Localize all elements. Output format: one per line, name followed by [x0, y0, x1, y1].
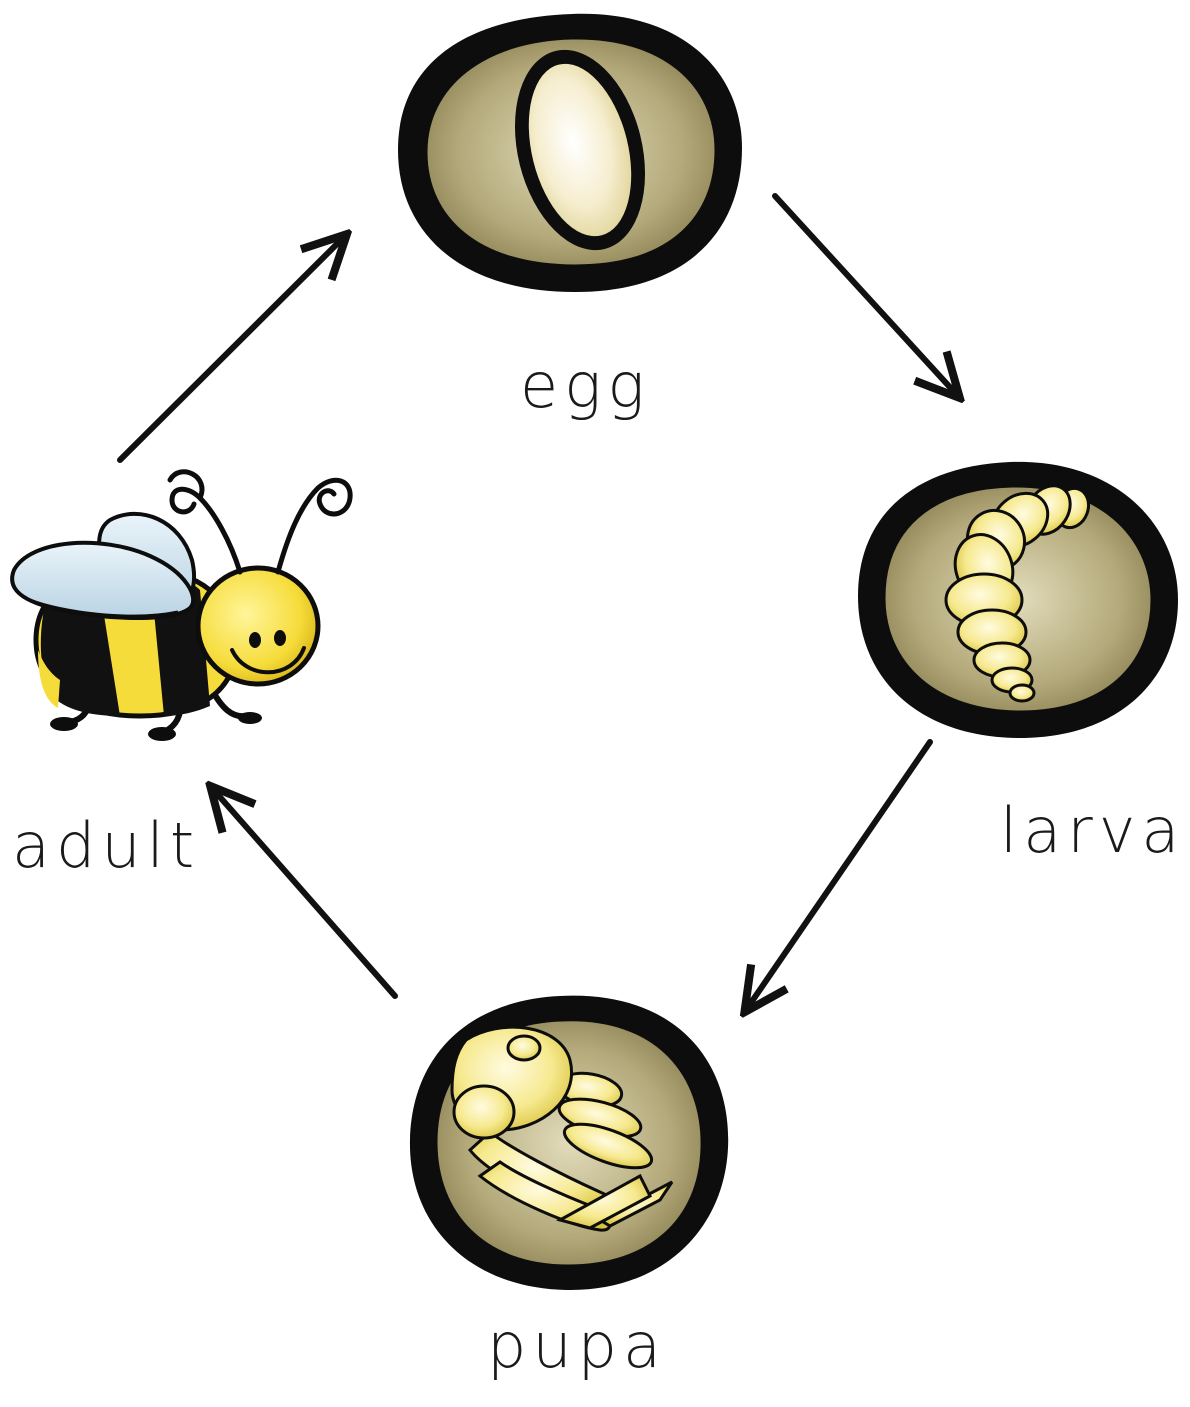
- arrow-larva-to-pupa: [746, 742, 930, 1010]
- bee-icon: [12, 472, 350, 741]
- arrow-egg-to-larva: [775, 196, 958, 396]
- label-egg: egg: [520, 355, 651, 417]
- egg-cell-icon: [398, 14, 742, 292]
- pupa-cell-icon: [410, 996, 728, 1290]
- label-larva: larva: [1000, 800, 1185, 862]
- label-adult: adult: [12, 815, 200, 877]
- arrow-adult-to-egg: [120, 236, 345, 460]
- arrow-pupa-to-adult: [212, 788, 395, 996]
- larva-cell-icon: [858, 462, 1178, 738]
- label-pupa: pupa: [487, 1315, 667, 1377]
